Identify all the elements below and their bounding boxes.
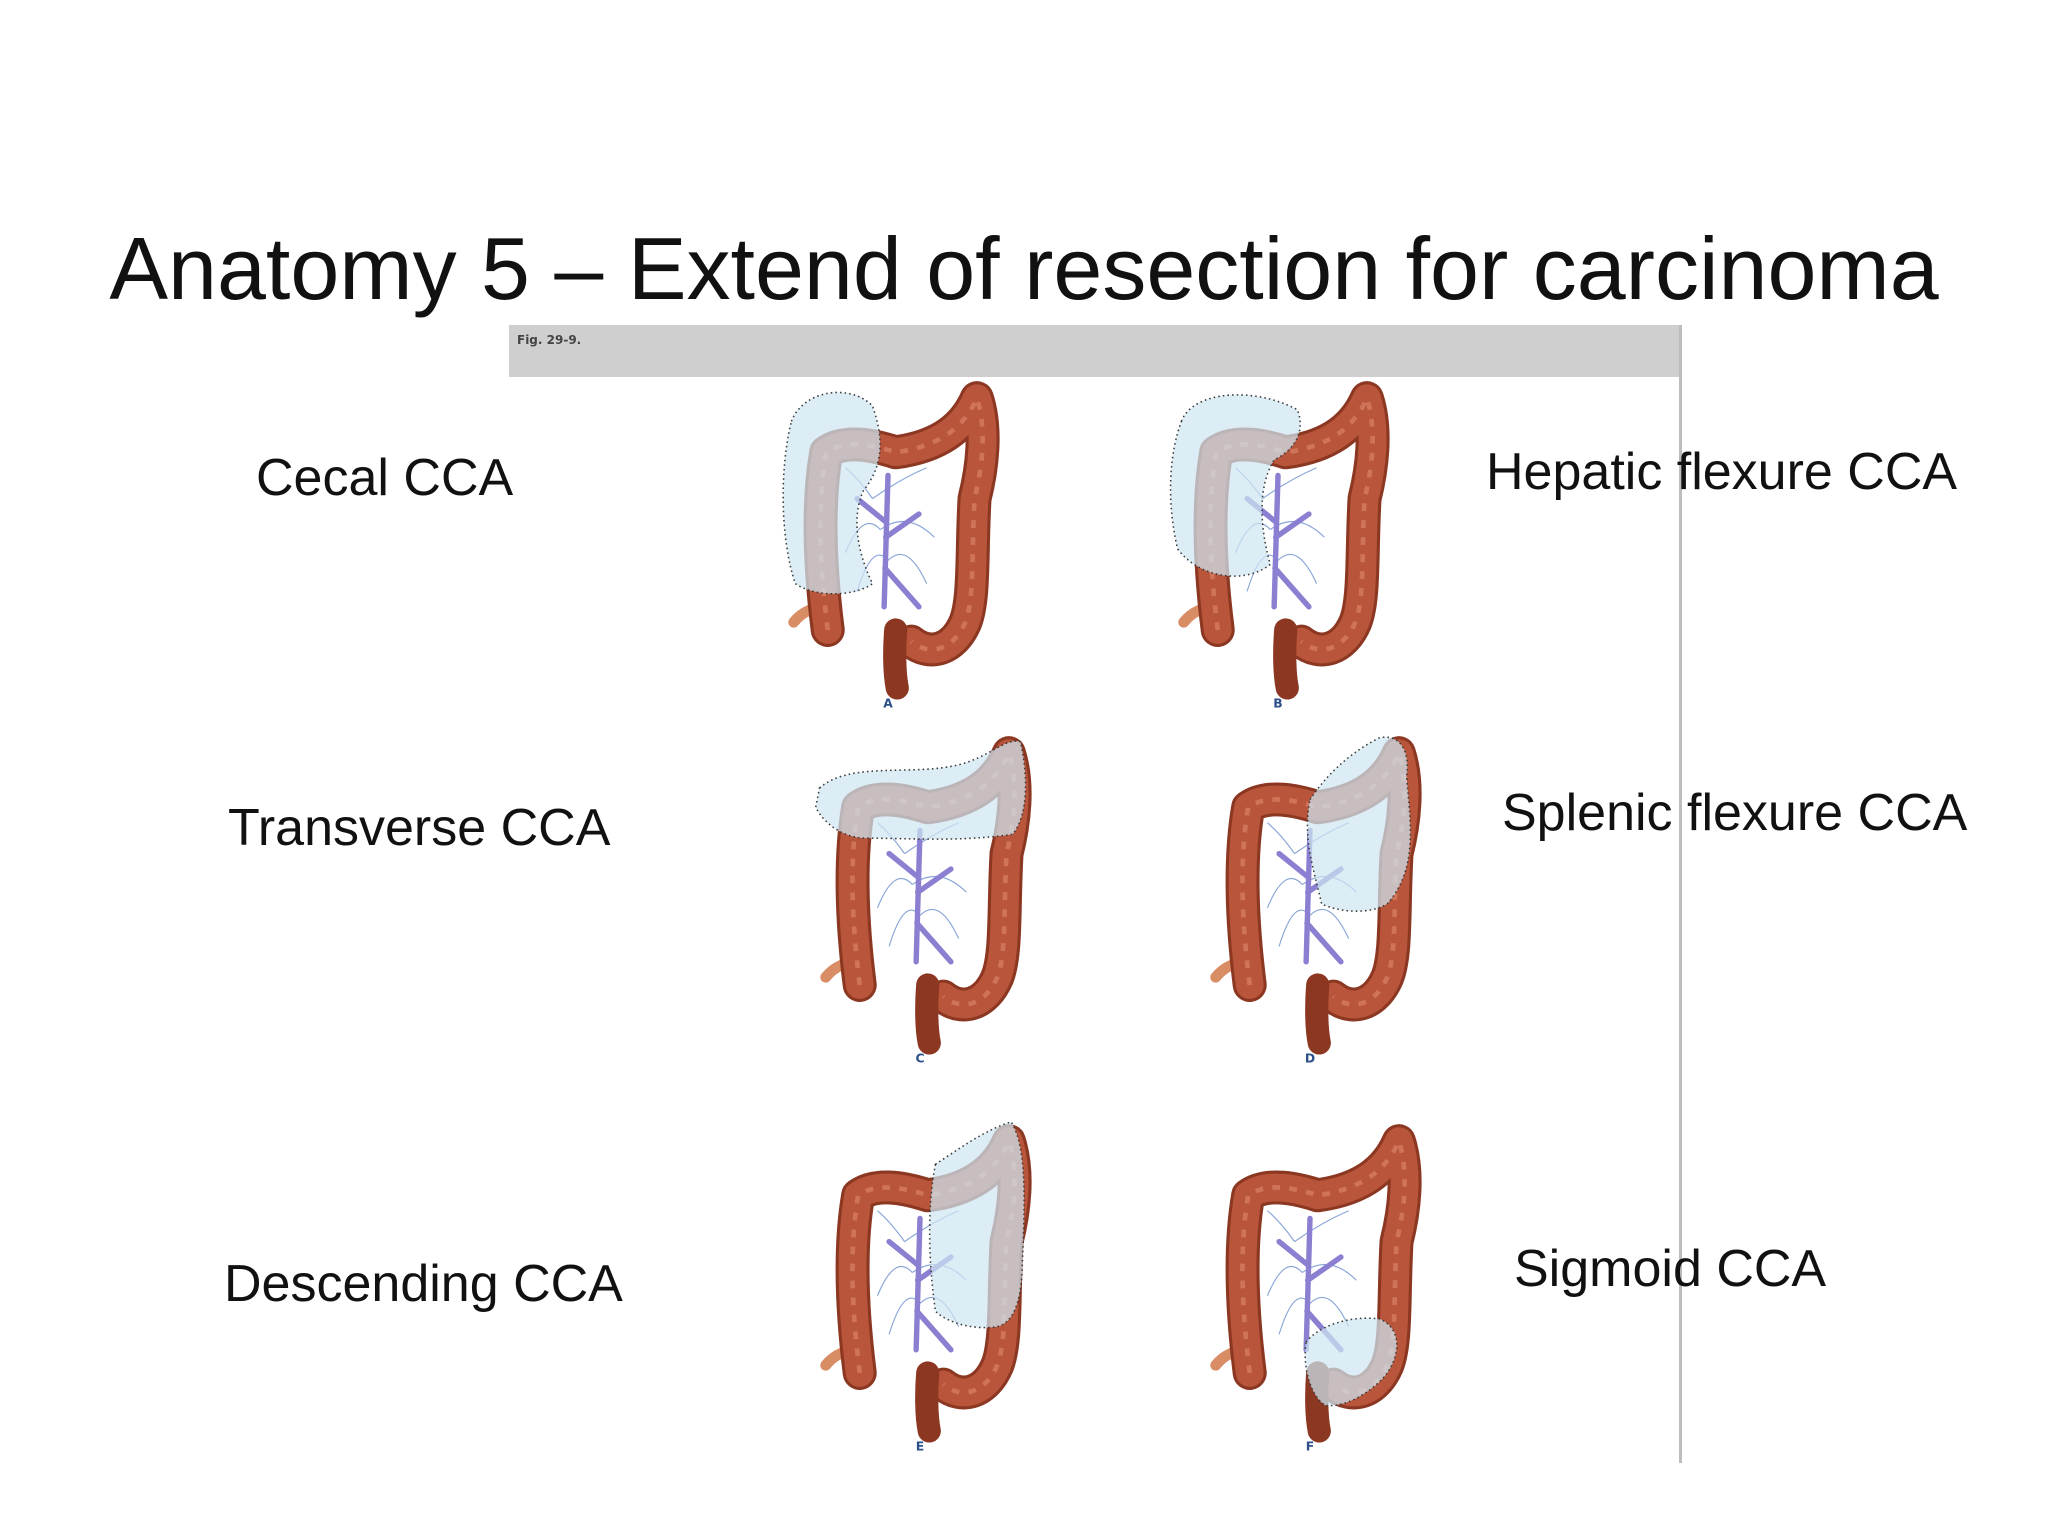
- label-splenic-flexure: Splenic flexure CCA: [1502, 784, 1968, 842]
- colon-diagram-f: F: [1210, 1124, 1422, 1453]
- label-hepatic-flexure: Hepatic flexure CCA: [1486, 443, 1958, 501]
- slide-title: Anatomy 5 – Extend of resection for carc…: [109, 219, 1939, 318]
- panel-letter-d: D: [1305, 1051, 1315, 1065]
- figure-label: Fig. 29-9.: [517, 333, 582, 347]
- figure-frame-border: [1679, 325, 1682, 1463]
- colon-diagram-d: D: [1210, 736, 1422, 1065]
- panel-letter-b: B: [1273, 696, 1282, 710]
- panel-letter-e: E: [916, 1439, 924, 1453]
- panel-letter-f: F: [1306, 1439, 1314, 1453]
- colon-diagram-e: E: [820, 1120, 1032, 1453]
- label-cecal: Cecal CCA: [256, 449, 514, 507]
- figure-frame: [509, 325, 1681, 1463]
- label-descending: Descending CCA: [224, 1255, 623, 1313]
- panel-letter-c: C: [915, 1051, 924, 1065]
- colon-diagram-b: B: [1169, 381, 1390, 710]
- label-sigmoid: Sigmoid CCA: [1514, 1240, 1827, 1298]
- colon-diagram-c: C: [814, 736, 1032, 1065]
- figure-header-bar: [509, 325, 1681, 377]
- label-transverse: Transverse CCA: [228, 799, 611, 857]
- panel-letter-a: A: [883, 696, 893, 710]
- colon-diagram-a: A: [782, 381, 1000, 710]
